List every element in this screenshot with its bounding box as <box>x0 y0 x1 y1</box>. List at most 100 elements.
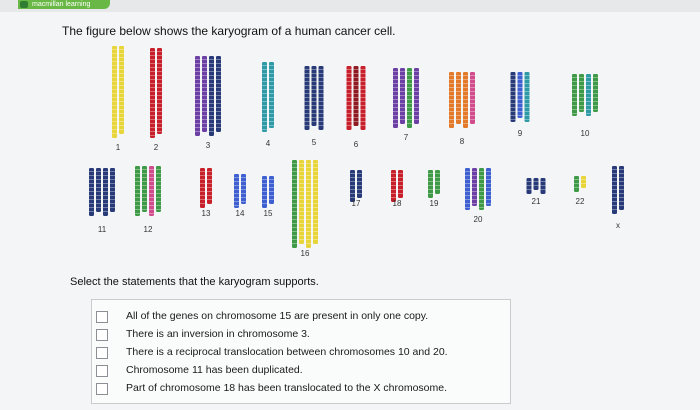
chromosome-11-copy-2-band <box>96 195 101 196</box>
chromosome-3-copy-1-band <box>195 99 200 100</box>
chromosome-11-copy-4-band <box>110 179 115 180</box>
chromosome-17-copy-1-band <box>350 181 355 182</box>
chromosome-16-copy-1-band <box>292 183 297 184</box>
chromosome-8-copy-3-band <box>463 95 468 96</box>
chromosome-6-copy-1-band <box>346 105 352 106</box>
chromosome-16-copy-1-band <box>292 179 297 180</box>
chromosome-1-copy-2-band <box>119 73 124 74</box>
option-4[interactable]: Chromosome 11 has been duplicated. <box>92 362 510 380</box>
chromosome-2-copy-2-band <box>157 123 162 124</box>
chromosome-16-copy-3-band <box>306 235 311 236</box>
chromosome-3-copy-1-band <box>195 119 200 120</box>
chromosome-16-copy-4-band <box>313 211 318 212</box>
chromosome-16-copy-1-band <box>292 223 297 224</box>
chromosome-6-copy-1-band <box>346 85 352 86</box>
option-2[interactable]: There is an inversion in chromosome 3. <box>92 326 510 344</box>
chromosome-9-copy-1-band <box>510 107 516 108</box>
chromosome-label-12: 12 <box>144 225 153 234</box>
chromosome-16-copy-4-band <box>313 227 318 228</box>
chromosome-7-copy-2-band <box>400 115 405 116</box>
chromosome-14-copy-2-band <box>241 189 246 190</box>
chromosome-3-copy-3-band <box>209 95 214 96</box>
chromosome-1-copy-2-band <box>119 77 124 78</box>
chromosome-18-copy-2-band <box>398 189 403 190</box>
chromosome-13-copy-2-band <box>207 195 212 196</box>
chromosome-1-copy-2-band <box>119 57 124 58</box>
chromosome-6-copy-1-band <box>346 125 352 126</box>
chromosome-x-copy-1-band <box>612 201 617 202</box>
option-4-checkbox[interactable] <box>96 365 108 377</box>
chromosome-14-copy-2-band <box>241 201 246 202</box>
chromosome-5-copy-1-band <box>304 69 310 70</box>
chromosome-2-copy-2-band <box>157 115 162 116</box>
chromosome-20-copy-4-band <box>486 191 491 192</box>
option-5-checkbox[interactable] <box>96 383 108 395</box>
option-5[interactable]: Part of chromosome 18 has been transloca… <box>92 380 510 398</box>
chromosome-15-copy-2 <box>269 176 274 204</box>
chromosome-10-copy-1-band <box>572 89 577 90</box>
chromosome-20-copy-3-band <box>479 195 484 196</box>
chromosome-10-copy-4-band <box>593 109 598 110</box>
chromosome-12-copy-3-band <box>149 213 154 214</box>
chromosome-11-copy-3-band <box>103 187 108 188</box>
chromosome-16-copy-1-band <box>292 191 297 192</box>
option-2-checkbox[interactable] <box>96 329 108 341</box>
chromosome-6-copy-3-band <box>360 117 366 118</box>
chromosome-7-copy-1-band <box>393 79 398 80</box>
chromosome-20-copy-1-band <box>465 179 470 180</box>
chromosome-12-copy-4-band <box>156 189 161 190</box>
chromosome-15-copy-1-band <box>262 187 267 188</box>
option-1-checkbox[interactable] <box>96 311 108 323</box>
option-3-checkbox[interactable] <box>96 347 108 359</box>
chromosome-19-copy-2-band <box>435 185 440 186</box>
chromosome-label-7: 7 <box>404 133 409 142</box>
chromosome-8-copy-2-band <box>456 87 461 88</box>
chromosome-3-copy-2-band <box>202 107 207 108</box>
chromosome-20-copy-3-band <box>479 179 484 180</box>
chromosome-x-copy-2-band <box>619 205 624 206</box>
chromosome-label-22: 22 <box>576 197 585 206</box>
chromosome-21-copy-3-band <box>540 185 546 186</box>
chromosome-11-copy-3 <box>103 168 108 216</box>
chromosome-3-copy-4-band <box>216 87 221 88</box>
chromosome-3-copy-1-band <box>195 103 200 104</box>
chromosome-5-copy-2-band <box>311 113 317 114</box>
chromosome-20-copy-3-band <box>479 183 484 184</box>
chromosome-7-copy-2-band <box>400 119 405 120</box>
chromosome-8-copy-1-band <box>449 79 454 80</box>
chromosome-x-copy-2-band <box>619 201 624 202</box>
chromosome-16-copy-1-band <box>292 227 297 228</box>
chromosome-10-copy-1 <box>572 74 577 116</box>
option-1[interactable]: All of the genes on chromosome 15 are pr… <box>92 308 510 326</box>
chromosome-10-copy-4-band <box>593 97 598 98</box>
chromosome-4-copy-2-band <box>269 81 274 82</box>
chromosome-9-copy-3-band <box>524 115 530 116</box>
chromosome-16-copy-3-band <box>306 211 311 212</box>
chromosome-label-15: 15 <box>264 209 273 218</box>
chromosome-12-copy-3-band <box>149 189 154 190</box>
chromosome-x-copy-1-band <box>612 177 617 178</box>
chromosome-4-copy-2-band <box>269 97 274 98</box>
chromosome-8-copy-4-band <box>470 75 475 76</box>
chromosome-1-copy-1-band <box>112 89 117 90</box>
brand-logo[interactable]: macmillan learning <box>18 0 110 9</box>
chromosome-9-copy-2-band <box>517 115 523 116</box>
chromosome-19-copy-1 <box>428 170 433 198</box>
question-title: The figure below shows the karyogram of … <box>62 24 396 38</box>
chromosome-4-copy-1-band <box>262 97 267 98</box>
chromosome-7-copy-3-band <box>407 87 412 88</box>
chromosome-1-copy-1-band <box>112 129 117 130</box>
chromosome-8-copy-1-band <box>449 83 454 84</box>
chromosome-12-copy-1-band <box>135 197 140 198</box>
chromosome-20-copy-1-band <box>465 207 470 208</box>
chromosome-5-copy-3-band <box>318 113 324 114</box>
chromosome-11-copy-2-band <box>96 199 101 200</box>
chromosome-7-copy-1-band <box>393 75 398 76</box>
chromosome-10-copy-2-band <box>579 93 584 94</box>
chromosome-1-copy-2-band <box>119 65 124 66</box>
chromosome-5-copy-2-band <box>311 85 317 86</box>
chromosome-4-copy-2-band <box>269 113 274 114</box>
chromosome-16-copy-2-band <box>299 183 304 184</box>
option-3[interactable]: There is a reciprocal translocation betw… <box>92 344 510 362</box>
chromosome-x-copy-2-band <box>619 177 624 178</box>
